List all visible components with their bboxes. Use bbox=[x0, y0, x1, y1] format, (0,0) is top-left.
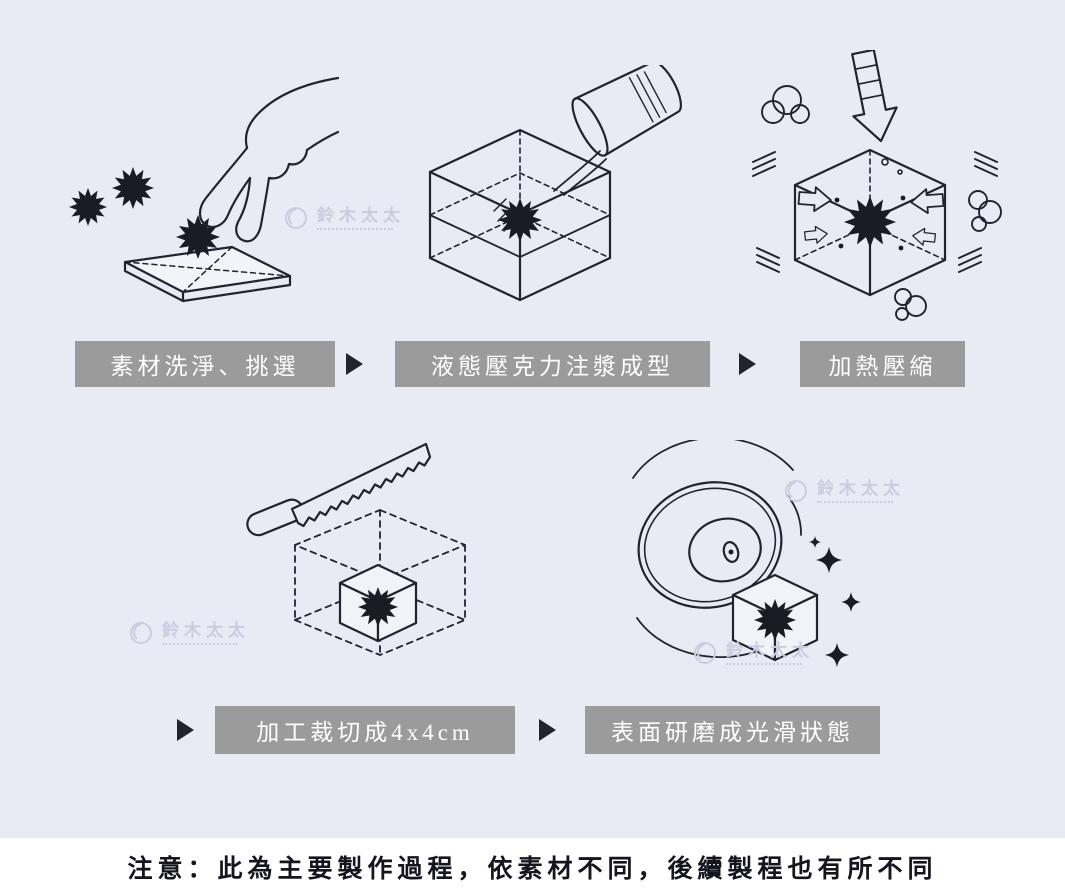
flow-arrow-icon bbox=[177, 719, 194, 741]
watermark-logo-icon bbox=[285, 207, 307, 229]
step-label-heat-compress: 加熱壓縮 bbox=[800, 341, 965, 387]
watermark: 鈴木太太 bbox=[128, 620, 250, 646]
watermark-subline bbox=[162, 642, 238, 645]
pour-stream-shape bbox=[553, 150, 607, 196]
watermark: 鈴木太太 bbox=[783, 478, 905, 504]
spiky-material-icon bbox=[69, 167, 220, 259]
saw-shape bbox=[246, 442, 432, 537]
illustration-acrylic-casting bbox=[410, 65, 690, 315]
notice-text: 注意：此為主要製作過程，依素材不同，後續製程也有所不同 bbox=[127, 855, 938, 883]
illustration-heat-compression bbox=[745, 50, 1005, 330]
spiky-material-icon bbox=[493, 198, 542, 242]
watermark-subline bbox=[726, 662, 802, 665]
spiky-material-icon bbox=[834, 158, 906, 251]
watermark-text: 鈴木太太 bbox=[162, 620, 250, 640]
pouring-cup-shape bbox=[553, 65, 682, 196]
press-arrow-icon bbox=[851, 50, 898, 143]
notice-banner: 注意：此為主要製作過程，依素材不同，後續製程也有所不同 bbox=[0, 838, 1065, 895]
illustration-cutting bbox=[240, 435, 490, 695]
watermark-logo-icon bbox=[785, 480, 807, 502]
illustration-polishing bbox=[615, 440, 865, 690]
step-label-wash-select: 素材洗淨、挑選 bbox=[75, 341, 335, 387]
watermark: 鈴木太太 bbox=[283, 205, 405, 231]
watermark-subline bbox=[317, 227, 393, 230]
flow-arrow-icon bbox=[346, 353, 363, 375]
small-cube-shape bbox=[731, 573, 819, 662]
watermark-logo-icon bbox=[130, 622, 152, 644]
hand-shape bbox=[198, 76, 340, 243]
plate-shape bbox=[123, 245, 292, 303]
watermark-text: 鈴木太太 bbox=[317, 205, 405, 225]
watermark-text: 鈴木太太 bbox=[817, 478, 905, 498]
watermark: 鈴木太太 bbox=[692, 640, 814, 666]
watermark-logo-icon bbox=[694, 642, 716, 664]
steam-puff-icons bbox=[761, 85, 1002, 321]
step-label-cutting: 加工裁切成4x4cm bbox=[215, 706, 515, 754]
watermark-subline bbox=[817, 500, 893, 503]
flow-arrow-icon bbox=[739, 353, 756, 375]
polishing-wheel-shape bbox=[637, 481, 783, 609]
illustration-material-selection bbox=[50, 70, 340, 320]
pressure-stripe-marks bbox=[752, 151, 998, 273]
step-label-acrylic-casting: 液態壓克力注漿成型 bbox=[395, 341, 710, 387]
flow-arrow-icon bbox=[539, 719, 556, 741]
watermark-text: 鈴木太太 bbox=[726, 640, 814, 660]
small-cube-shape bbox=[338, 563, 418, 643]
step-label-polishing: 表面研磨成光滑狀態 bbox=[585, 706, 880, 754]
